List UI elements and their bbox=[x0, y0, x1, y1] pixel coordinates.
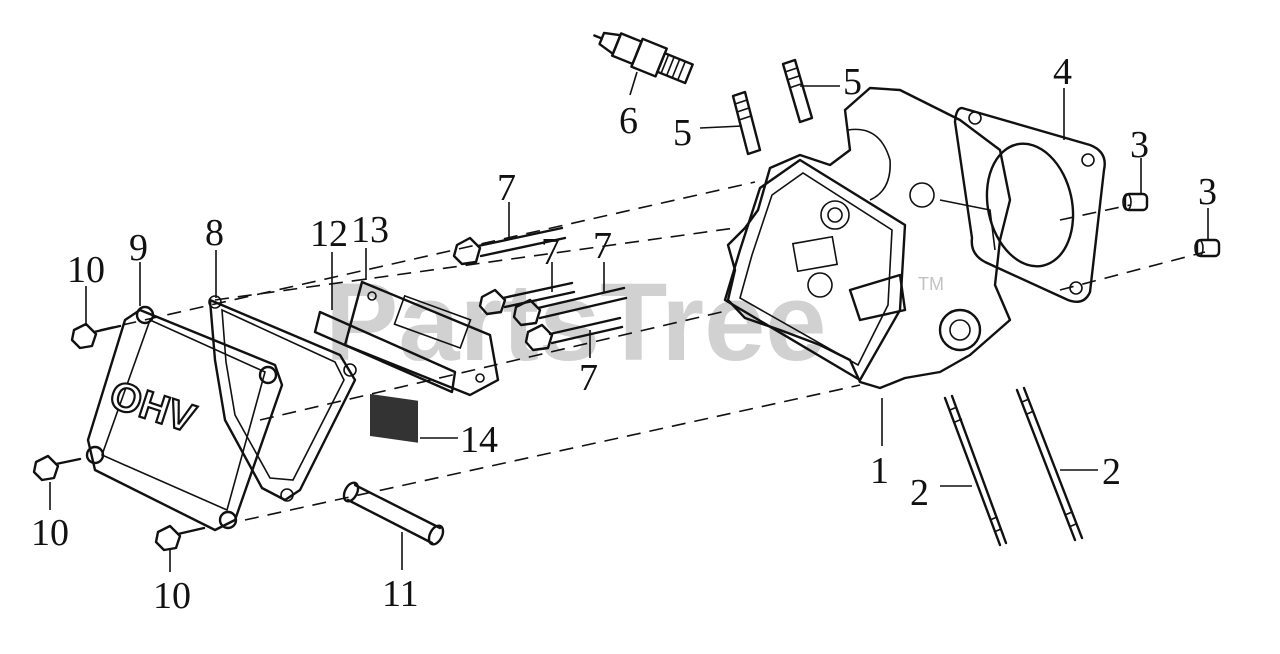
breather-plate bbox=[343, 280, 500, 397]
callout-5a: 5 bbox=[843, 61, 862, 103]
bolt-mid-upper bbox=[478, 281, 576, 316]
cover-bolt-2 bbox=[32, 454, 82, 482]
breather-tube bbox=[342, 481, 445, 546]
callout-2a: 2 bbox=[910, 472, 929, 514]
callout-6: 6 bbox=[619, 100, 638, 142]
callout-5b: 5 bbox=[673, 112, 692, 154]
callout-14: 14 bbox=[460, 419, 498, 461]
callout-11: 11 bbox=[382, 573, 419, 615]
callout-7c: 7 bbox=[593, 225, 612, 267]
breather-filter bbox=[370, 394, 418, 443]
callout-4: 4 bbox=[1053, 51, 1072, 93]
bolt-top bbox=[452, 226, 567, 266]
bolt-mid-lower bbox=[512, 286, 628, 327]
callout-12: 12 bbox=[310, 213, 348, 255]
valve-cover: OHV bbox=[85, 305, 284, 532]
watermark-tm: TM bbox=[918, 274, 944, 294]
stud-bolt-left bbox=[731, 90, 762, 156]
callouts: 1 2 2 3 3 4 5 5 6 7 7 7 7 8 9 10 10 10 1… bbox=[31, 51, 1217, 617]
callout-13: 13 bbox=[351, 209, 389, 251]
leader-lines bbox=[49, 71, 1209, 572]
cover-bolt-3 bbox=[154, 524, 206, 552]
callout-2b: 2 bbox=[1102, 451, 1121, 493]
callout-10b: 10 bbox=[31, 512, 69, 554]
dowel-pin-1 bbox=[1122, 192, 1149, 212]
callout-1: 1 bbox=[870, 450, 889, 492]
callout-8: 8 bbox=[205, 212, 224, 254]
spark-plug bbox=[593, 31, 694, 85]
cover-gasket-frame bbox=[208, 295, 357, 502]
callout-10a: 10 bbox=[67, 249, 105, 291]
bolt-bottom bbox=[524, 316, 624, 352]
callout-3a: 3 bbox=[1130, 124, 1149, 166]
cover-ohv-text: OHV bbox=[104, 373, 200, 442]
callout-7d: 7 bbox=[579, 357, 598, 399]
push-rod-left bbox=[943, 394, 1008, 547]
callout-10c: 10 bbox=[153, 575, 191, 617]
callout-7b: 7 bbox=[541, 231, 560, 273]
callout-7a: 7 bbox=[497, 167, 516, 209]
head-gasket bbox=[953, 106, 1106, 303]
stud-bolt-right bbox=[781, 58, 814, 124]
push-rod-right bbox=[1015, 386, 1084, 542]
valve-cover-gasket bbox=[313, 310, 457, 394]
cover-bolt-1 bbox=[70, 322, 122, 350]
cylinder-head bbox=[723, 86, 1012, 390]
callout-3b: 3 bbox=[1198, 171, 1217, 213]
watermark: PartsTree bbox=[325, 261, 826, 384]
callout-9: 9 bbox=[129, 227, 148, 269]
